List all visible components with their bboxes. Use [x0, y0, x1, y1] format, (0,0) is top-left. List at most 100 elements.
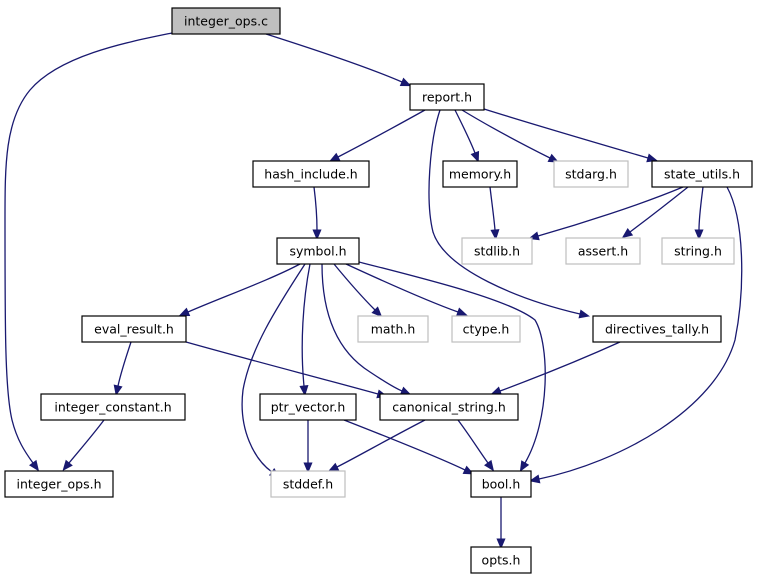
node-bool-h[interactable]: bool.h	[470, 470, 532, 498]
node-box	[442, 160, 518, 188]
edge-symbol_h-to-stddef_h	[241, 263, 306, 478]
edge-line	[358, 261, 546, 464]
node-memory-h[interactable]: memory.h	[442, 160, 518, 188]
edge-line	[321, 263, 403, 392]
node-box	[4, 470, 114, 498]
node-box	[651, 160, 753, 188]
node-label: directives_tally.h	[605, 322, 709, 337]
edge-integer_constant_h-to-integer_ops_h	[62, 419, 105, 471]
arrowhead-icon	[578, 309, 591, 319]
edge-report_h-to-state_utils_h	[483, 108, 658, 163]
node-label: opts.h	[482, 553, 521, 568]
node-math-h: math.h	[357, 315, 429, 343]
edge-line	[185, 341, 379, 395]
edge-hash_include_h-to-symbol_h	[312, 186, 322, 241]
edge-eval_result_h-to-canonical_string_h	[185, 341, 388, 399]
node-stddef-h: stddef.h	[270, 470, 346, 498]
node-report-h[interactable]: report.h	[409, 83, 485, 111]
node-label: integer_constant.h	[54, 400, 171, 415]
edge-symbol_h-to-ptr_vector_h	[299, 263, 311, 397]
node-integer-ops-c[interactable]: integer_ops.c	[171, 7, 281, 35]
arrowhead-icon	[62, 459, 73, 471]
node-integer-ops-h[interactable]: integer_ops.h	[4, 470, 114, 498]
arrowhead-icon	[303, 462, 313, 474]
edge-line	[538, 186, 743, 480]
node-state-utils-h[interactable]: state_utils.h	[651, 160, 753, 188]
edge-canonical_string_h-to-stddef_h	[327, 419, 426, 472]
arrowhead-icon	[29, 459, 40, 472]
edge-line	[698, 186, 704, 231]
edge-bool_h-to-opts_h	[496, 496, 506, 550]
edge-symbol_h-to-eval_result_h	[178, 263, 301, 317]
node-label: memory.h	[449, 167, 511, 182]
edge-line	[241, 263, 306, 473]
edge-ptr_vector_h-to-stddef_h	[303, 419, 313, 474]
node-box	[461, 237, 533, 265]
edge-line	[187, 263, 301, 313]
nodes-layer: integer_ops.c report.h hash_include.h memor…	[4, 7, 753, 574]
node-label: stdlib.h	[474, 244, 520, 259]
node-canonical-string-h[interactable]: canonical_string.h	[379, 393, 519, 421]
edge-line	[117, 341, 132, 387]
arrowhead-icon	[519, 460, 530, 472]
node-box	[409, 83, 485, 111]
node-label: integer_ops.c	[184, 14, 268, 29]
node-label: stdarg.h	[565, 167, 617, 182]
edge-line	[428, 109, 581, 315]
arrowhead-icon	[327, 462, 340, 472]
node-box	[451, 315, 521, 343]
node-box	[592, 315, 722, 343]
edge-line	[489, 186, 496, 231]
node-hash-include-h[interactable]: hash_include.h	[252, 160, 370, 188]
edge-symbol_h-to-bool_h	[358, 261, 546, 472]
node-directives-tally-h[interactable]: directives_tally.h	[592, 315, 722, 343]
edge-line	[337, 109, 426, 158]
node-eval-result-h[interactable]: eval_result.h	[81, 315, 187, 343]
edge-report_h-to-memory_h	[454, 109, 480, 163]
node-box	[357, 315, 429, 343]
node-opts-h[interactable]: opts.h	[470, 546, 532, 574]
node-label: bool.h	[482, 477, 521, 492]
edge-eval_result_h-to-integer_constant_h	[113, 341, 132, 397]
node-symbol-h[interactable]: symbol.h	[276, 237, 360, 265]
edge-directives_tally_h-to-canonical_string_h	[490, 341, 621, 396]
edge-line	[483, 108, 649, 159]
edge-line	[345, 263, 459, 313]
arrowhead-icon	[470, 150, 480, 163]
node-label: hash_include.h	[264, 167, 357, 182]
edge-line	[333, 263, 376, 311]
node-box	[565, 237, 641, 265]
node-ptr-vector-h[interactable]: ptr_vector.h	[259, 393, 357, 421]
arrowhead-icon	[178, 307, 191, 317]
node-string-h: string.h	[661, 237, 735, 265]
node-box	[40, 393, 186, 421]
edges-layer	[4, 32, 743, 550]
node-box	[171, 7, 281, 35]
arrowhead-icon	[113, 384, 123, 397]
node-box	[276, 237, 360, 265]
arrowhead-icon	[621, 228, 634, 239]
edge-line	[454, 109, 476, 154]
arrowhead-icon	[312, 229, 322, 241]
edge-line	[4, 32, 173, 464]
node-assert-h: assert.h	[565, 237, 641, 265]
node-box	[81, 315, 187, 343]
node-label: string.h	[674, 244, 722, 259]
node-integer-constant-h[interactable]: integer_constant.h	[40, 393, 186, 421]
node-box	[661, 237, 735, 265]
edge-symbol_h-to-ctype_h	[345, 263, 468, 317]
edge-integer_ops_c-to-report_h	[265, 33, 412, 87]
arrowhead-icon	[328, 152, 341, 162]
arrowhead-icon	[484, 459, 495, 472]
node-label: symbol.h	[289, 244, 346, 259]
arrowhead-icon	[528, 474, 541, 484]
node-label: ptr_vector.h	[271, 400, 346, 415]
arrowhead-icon	[455, 307, 468, 317]
edge-memory_h-to-stdlib_h	[489, 186, 500, 241]
arrowhead-icon	[547, 153, 560, 163]
node-box	[379, 393, 519, 421]
node-label: math.h	[371, 322, 416, 337]
edge-line	[313, 186, 318, 231]
node-label: integer_ops.h	[17, 477, 102, 492]
